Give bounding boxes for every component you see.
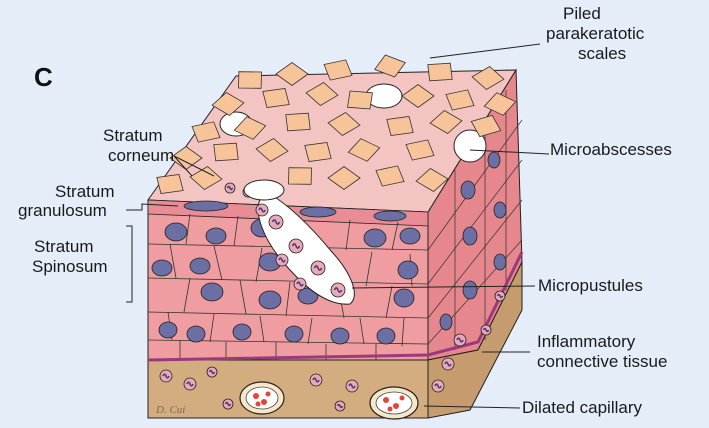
label-microabscesses: Microabscesses	[550, 140, 672, 160]
label-piled-line1: Piled	[563, 4, 601, 24]
scale	[214, 143, 238, 161]
scale	[348, 91, 373, 109]
label-granulosum-line1: Stratum	[55, 182, 115, 202]
scale	[387, 117, 413, 136]
label-corneum-line1: Stratum	[103, 126, 163, 146]
label-spinosum-line1: Stratum	[34, 237, 94, 257]
label-inflammatory-line1: Inflammatory	[537, 332, 635, 352]
scale	[428, 63, 452, 81]
scale	[305, 143, 331, 162]
label-inflammatory-line2: connective tissue	[537, 352, 667, 372]
microabscess-4	[244, 180, 284, 200]
dilated-capillary-1	[240, 382, 284, 414]
label-micropustules: Micropustules	[538, 276, 643, 296]
label-spinosum-line2: Spinosum	[32, 257, 108, 277]
scale	[289, 168, 312, 185]
dilated-capillary-2	[370, 387, 418, 419]
artist-signature: D. Cui	[156, 404, 185, 416]
scale	[239, 72, 262, 89]
label-piled-line3: scales	[578, 44, 626, 64]
panel-letter: C	[34, 62, 53, 93]
label-piled-line2: parakeratotic	[546, 24, 644, 44]
label-corneum-line2: corneum	[108, 146, 174, 166]
scale	[157, 175, 183, 194]
scale	[263, 89, 289, 108]
label-dilated-capillary: Dilated capillary	[522, 398, 642, 418]
label-granulosum-line2: granulosum	[18, 201, 107, 221]
scale	[286, 113, 310, 131]
